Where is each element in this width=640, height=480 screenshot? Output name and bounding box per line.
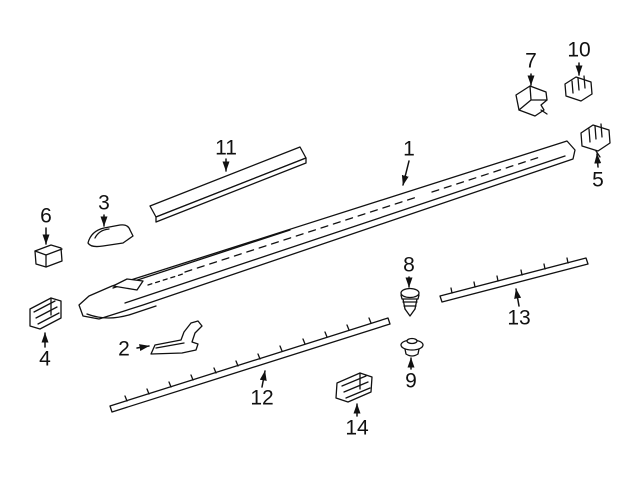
part-1-end-lip [86, 305, 157, 319]
part-1-drawing[interactable] [78, 140, 576, 320]
part-4-drawing[interactable] [29, 297, 62, 330]
part-8-ridges [402, 301, 418, 307]
part-8-shaft [402, 298, 418, 310]
part-9-drawing[interactable] [400, 337, 424, 357]
part-10-ribs [571, 75, 586, 94]
part-14-ribs [341, 375, 371, 399]
part-1-outline [78, 140, 576, 320]
callout-label-11[interactable]: 11 [215, 136, 237, 160]
part-7-drawing[interactable] [515, 85, 548, 117]
callout-label-6[interactable]: 6 [40, 204, 52, 228]
part-9-cap [406, 337, 418, 345]
callout-label-2[interactable]: 2 [118, 337, 130, 361]
callout-label-8[interactable]: 8 [403, 253, 415, 277]
callout-label-4[interactable]: 4 [39, 347, 51, 371]
part-13-clip-ticks [450, 257, 569, 294]
callout-label-9[interactable]: 9 [405, 369, 417, 393]
part-8-head [400, 287, 420, 299]
callout-arrows [41, 62, 602, 417]
part-2-detail [155, 342, 185, 349]
part-8-tip [404, 308, 416, 317]
callout-label-14[interactable]: 14 [345, 416, 369, 440]
part-9-stem [404, 348, 420, 357]
callout-label-7[interactable]: 7 [525, 49, 537, 73]
callout-label-12[interactable]: 12 [250, 386, 274, 410]
part-8-collar [400, 294, 420, 300]
arrow-to-part-5 [594, 153, 602, 168]
part-1-crease [124, 155, 566, 304]
part-10-drawing[interactable] [564, 75, 593, 102]
callout-label-5[interactable]: 5 [592, 168, 604, 192]
part-7-foot [540, 109, 548, 115]
part-13-drawing[interactable] [439, 257, 589, 303]
part-6-drawing[interactable] [34, 244, 63, 268]
arrow-to-part-1 [401, 160, 410, 186]
part-14-drawing[interactable] [335, 372, 373, 403]
part-1-end-tab [112, 278, 144, 291]
callout-label-1[interactable]: 1 [403, 137, 415, 161]
part-11-drawing[interactable] [149, 146, 307, 223]
part-3-drawing[interactable] [87, 224, 134, 248]
part-12-clip-ticks [124, 317, 372, 402]
part-1-top-accent [112, 229, 291, 289]
part-13-outline [439, 257, 589, 303]
part-1-dashed-contour [147, 272, 187, 286]
part-8-drawing[interactable] [400, 287, 420, 317]
arrow-to-part-12 [259, 370, 267, 388]
arrow-to-part-2 [136, 344, 150, 352]
part-12-drawing[interactable] [109, 317, 391, 413]
part-1-dashed-contour [184, 195, 421, 273]
part-1-dashed-contour [431, 156, 541, 193]
part-2-outline [150, 320, 203, 355]
part-2-drawing[interactable] [150, 320, 203, 355]
part-3-detail [94, 228, 110, 239]
callout-label-10[interactable]: 10 [567, 38, 591, 62]
part-7-detail [518, 85, 548, 111]
part-12-outline [109, 317, 391, 413]
callout-label-3[interactable]: 3 [98, 191, 110, 215]
part-3-outline [87, 224, 134, 248]
part-5-ribs [588, 123, 603, 143]
arrow-to-part-13 [514, 288, 522, 307]
callout-label-13[interactable]: 13 [507, 306, 531, 330]
part-6-outline [34, 244, 63, 268]
part-11-edge [155, 157, 307, 223]
part-5-drawing[interactable] [580, 123, 611, 158]
part-7-outline [515, 85, 548, 117]
